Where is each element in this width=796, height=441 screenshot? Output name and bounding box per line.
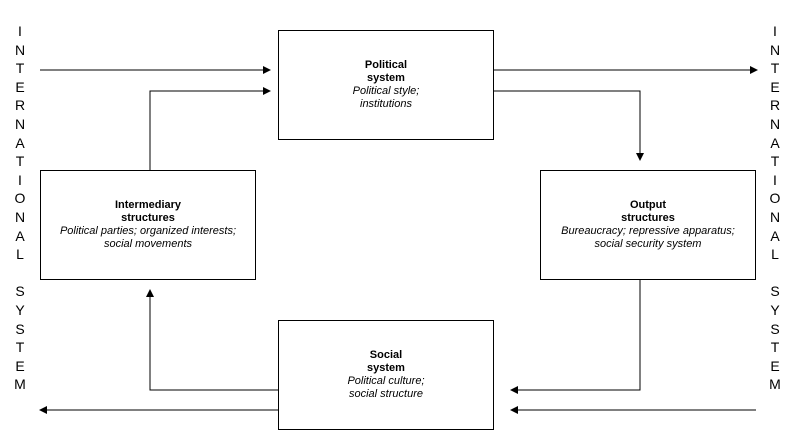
left-label-letter: T [15,153,25,170]
intermediary-sub-line2: social movements [103,238,193,250]
political-title-line2: system [367,72,405,84]
social-title-line1: Social [369,349,403,361]
output-sub-line2: social security system [594,238,702,250]
arrow-political-to-output [494,90,644,161]
left-label-letter: R [14,97,26,114]
political-sub-line1: Political style; [352,85,420,97]
social-title-line2: system [367,362,405,374]
right-label-letter: S [770,283,780,300]
social-sub-line1: Political culture; [347,375,425,387]
left-label-letter: I [18,23,22,39]
right-label-letter: N [769,115,781,132]
right-label-letter: M [769,376,781,393]
political-title-line1: Political [364,59,408,71]
output-structures-box: Output structures Bureaucracy; repressiv… [540,170,756,280]
left-label-letter: N [14,115,26,132]
right-label-letter: I [773,23,777,39]
left-label-letter: A [15,227,25,244]
left-label-letter: N [14,208,26,225]
intermediary-title-line1: Intermediary [114,199,182,211]
international-system-left-label: I N T E R N A T I O N A L S Y S T E M [13,22,27,394]
right-label-letter: S [770,320,780,337]
arrow-social-to-intermediary [146,289,278,391]
right-label-letter: T [770,60,780,77]
left-label-letter: L [16,246,24,263]
social-system-box: Social system Political culture; social … [278,320,494,430]
left-label-letter: S [15,283,25,300]
right-label-letter: I [773,171,777,188]
intermediary-title-line2: structures [121,212,175,224]
output-title-line2: structures [621,212,675,224]
social-sub-line2: social structure [349,388,423,400]
right-label-letter: N [769,208,781,225]
left-label-letter: I [18,171,22,188]
left-label-letter: S [15,320,25,337]
right-label-letter: T [770,339,780,356]
right-label-letter: A [770,227,780,244]
intermediary-sub-line1: Political parties; organized interests; [59,225,237,237]
left-label-letter: E [15,357,25,374]
political-sub-line2: institutions [360,98,412,110]
output-title-line1: Output [629,199,667,211]
left-label-letter: A [15,134,25,151]
right-label-letter: L [771,246,779,263]
right-label-letter: R [769,97,781,114]
left-label-letter: T [15,60,25,77]
left-label-letter: T [15,339,25,356]
right-label-letter: A [770,134,780,151]
left-label-letter: Y [15,301,25,318]
intermediary-structures-box: Intermediary structures Political partie… [40,170,256,280]
left-label-letter: O [14,190,26,207]
left-label-letter: M [14,376,26,393]
right-label-letter: T [770,153,780,170]
right-label-letter: O [769,190,781,207]
output-sub-line1: Bureaucracy; repressive apparatus; [561,225,735,237]
right-label-letter: E [770,78,780,95]
political-system-box: Political system Political style; instit… [278,30,494,140]
right-label-letter: E [770,357,780,374]
left-label-letter: E [15,78,25,95]
arrow-intermediary-to-political [149,87,271,170]
right-label-letter: N [769,41,781,58]
right-label-letter: Y [770,301,780,318]
international-system-right-label: I N T E R N A T I O N A L S Y S T E M [768,22,782,394]
arrow-output-to-social [510,280,641,394]
left-label-letter: N [14,41,26,58]
